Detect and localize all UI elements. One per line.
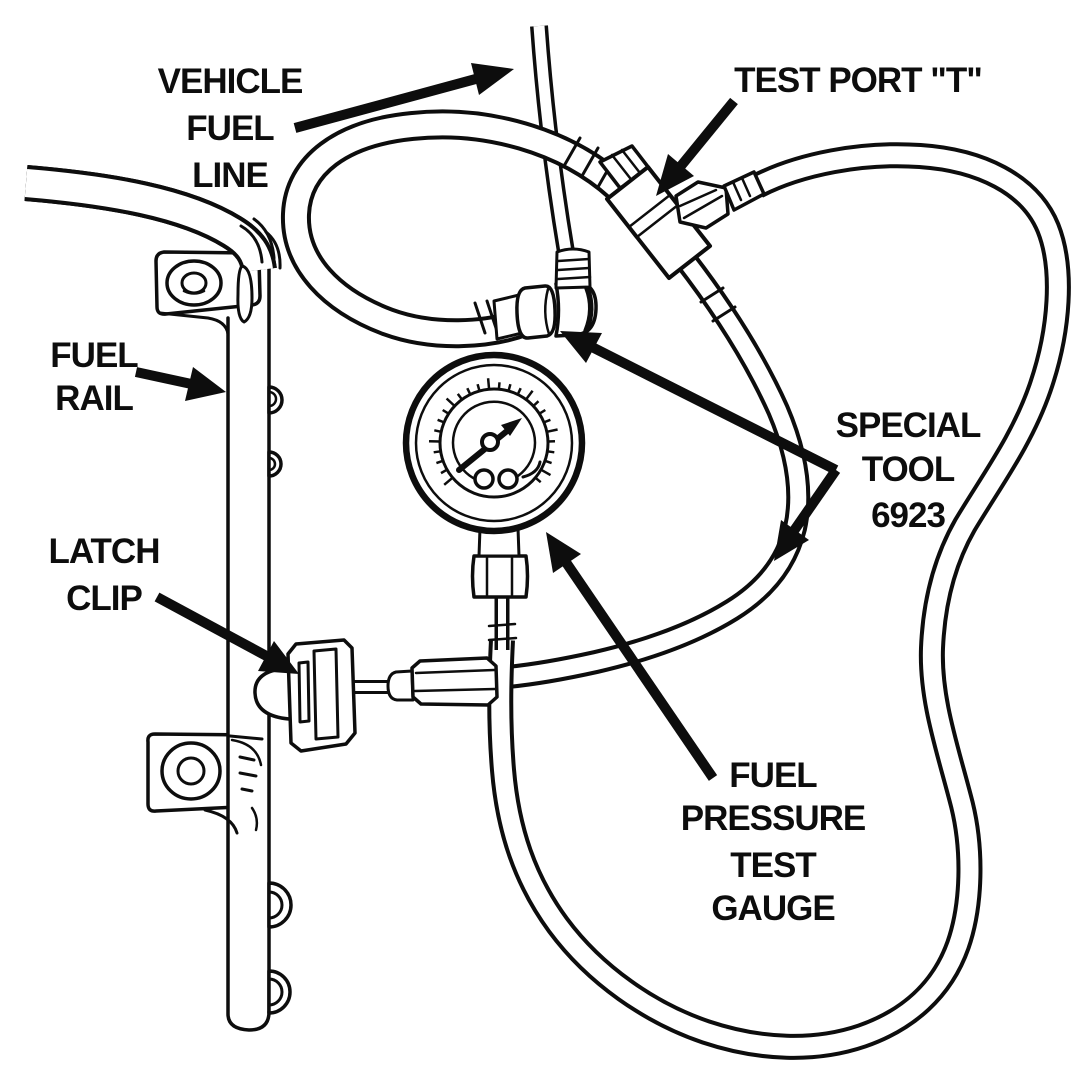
label-line: 6923 [871,496,945,535]
fuel-rail-upper-bracket [154,250,262,336]
quick-connect-tip [386,669,415,702]
label-fuel-pressure-test-gauge: FUEL PRESSURE TEST GAUGE [681,756,867,928]
needle-hub [480,432,500,452]
arrow-vehicle-fuel-line [293,63,514,133]
label-line: TEST PORT "T" [734,61,982,100]
label-latch-clip: LATCH CLIP [49,532,161,618]
label-line: FUEL [186,109,274,148]
injector-ports [267,385,293,1015]
t-port-knurl [722,170,766,212]
label-line: TEST [730,846,816,885]
quick-connect-union [410,656,499,707]
label-line: RAIL [55,379,133,418]
label-vehicle-fuel-line: VEHICLE FUEL LINE [158,62,304,195]
gauge-needle [456,418,522,473]
t-body [605,165,712,280]
special-tool-rail-hose [496,258,798,678]
bracket-slot-tab [236,264,254,324]
arrow-special-tool-lower [774,467,841,561]
latch-clip [286,638,357,753]
pressure-gauge [402,351,586,650]
label-fuel-rail: FUEL RAIL [50,336,139,418]
arrow-fuel-pressure-gauge [546,532,718,781]
arrow-special-tool-upper [560,331,839,475]
label-line: GAUGE [711,889,834,928]
rail-inlet-bend [26,183,282,324]
fuel-line-adapter-fitting [492,247,598,341]
label-line: LINE [192,156,268,195]
gauge-screw-left [473,468,495,490]
fuel-rail [203,250,293,1032]
label-line: SPECIAL [836,406,981,445]
gauge-screw-right [497,468,519,490]
arrow-fuel-rail [134,367,226,401]
adapter-collar [515,284,557,340]
label-line: LATCH [49,532,160,571]
arrow-test-port [656,97,738,196]
gauge-stem-hex [470,554,530,599]
label-line: FUEL [729,756,817,795]
labels: VEHICLE FUEL LINE TEST PORT "T" FUEL RAI… [49,61,983,928]
arrow-latch-clip [154,592,299,674]
bracket-bolt-ring [160,741,222,801]
callout-arrows [134,63,841,781]
test-port-t-fitting [598,144,766,280]
label-test-port: TEST PORT "T" [734,61,983,100]
bracket-bolt-hole [165,259,223,307]
gauge-dial [438,387,550,499]
label-line: CLIP [66,579,142,618]
label-special-tool: SPECIAL TOOL 6923 [836,406,982,535]
label-line: TOOL [862,450,955,489]
gauge-dial-ticks [428,378,558,486]
label-line: VEHICLE [158,62,303,101]
label-line: PRESSURE [681,799,866,838]
latch-clip-assembly [253,638,499,753]
label-line: FUEL [50,336,138,375]
